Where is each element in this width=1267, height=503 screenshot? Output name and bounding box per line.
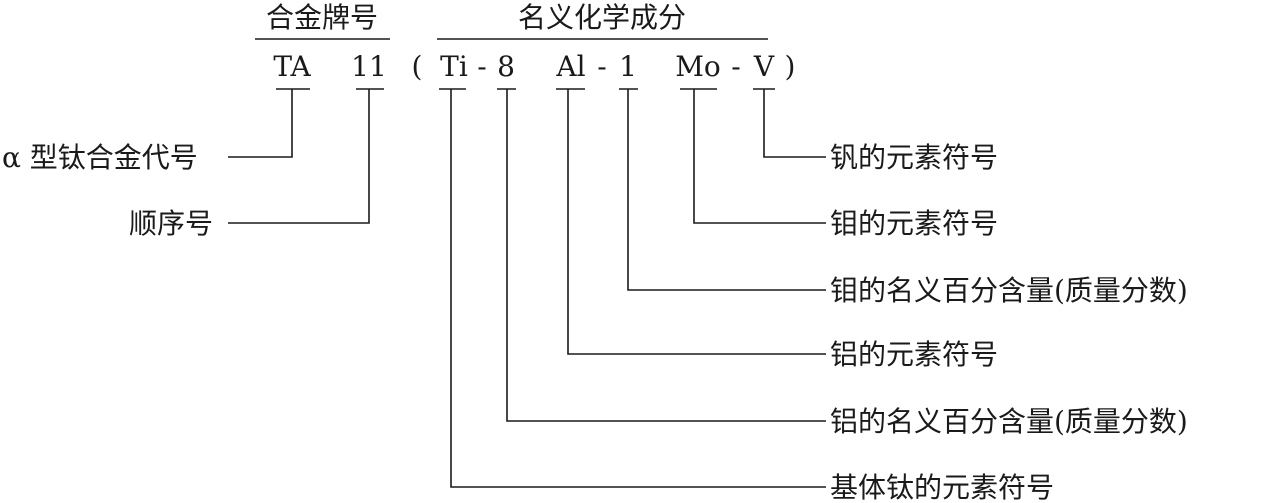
code-dash-3: - [731,50,740,83]
label-alpha-alloy-code: α 型钛合金代号 [2,141,198,174]
code-al: Al [555,50,585,83]
header-brand-number: 合金牌号 [266,1,378,34]
leader-alpha-alloy [228,89,293,158]
leader-v-symbol [763,89,826,158]
leader-al-percent [506,89,826,422]
label-mo-percent: 钼的名义百分含量(质量分数) [830,274,1188,307]
header-nominal-composition: 名义化学成分 [518,1,686,34]
leader-mo-symbol [693,89,826,224]
label-sequence-number: 顺序号 [129,207,213,240]
code-open-paren: ( [412,50,423,83]
code-dash-2: - [597,50,606,83]
code-mo-percent: 1 [619,50,637,83]
leader-al-symbol [567,89,826,355]
label-mo-symbol: 钼的元素符号 [830,207,998,240]
code-dash-1: - [477,50,486,83]
label-al-symbol: 铝的元素符号 [830,338,998,371]
code-close-paren: ) [785,50,796,83]
leader-mo-percent [627,89,826,291]
designation-string: TA 11 ( Ti - 8 Al - 1 Mo - V ) [273,50,795,83]
leader-sequence [228,89,370,224]
label-v-symbol: 钒的元素符号 [830,141,998,174]
code-number: 11 [351,50,387,83]
code-ti: Ti [440,50,468,83]
code-al-percent: 8 [497,50,515,83]
code-mo: Mo [675,50,721,83]
leader-lines [228,89,826,488]
leader-base-ti [450,89,826,488]
code-ta: TA [273,50,311,83]
code-v: V [753,50,775,83]
label-base-ti-symbol: 基体钛的元素符号 [830,471,1054,503]
label-al-percent: 铝的名义百分含量(质量分数) [830,405,1188,438]
